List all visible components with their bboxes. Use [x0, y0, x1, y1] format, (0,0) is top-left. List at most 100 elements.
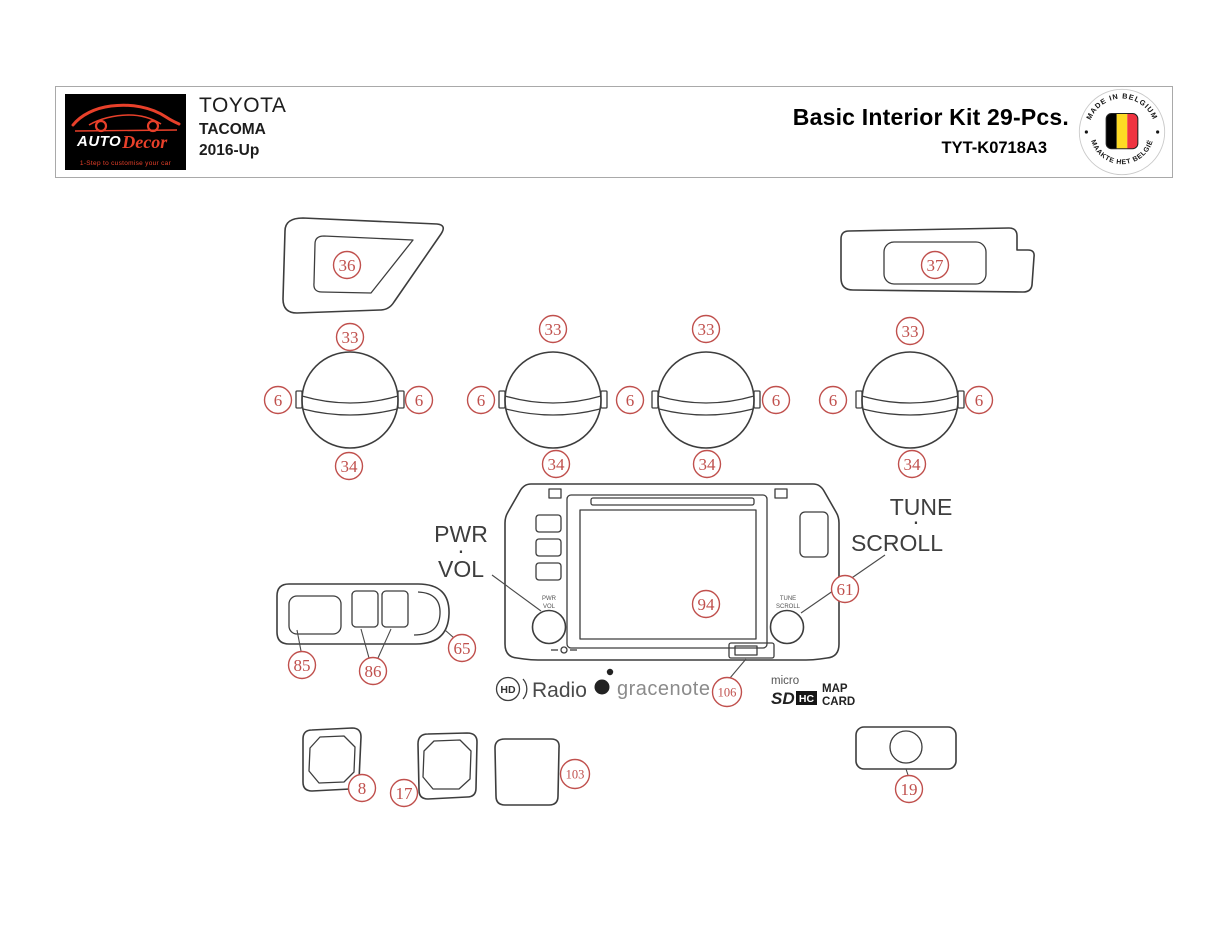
part-label-number: 6: [415, 391, 424, 410]
map-text: MAP: [822, 683, 848, 695]
part-label-number: 6: [975, 391, 984, 410]
panel-pwr-text: PWR: [542, 596, 557, 602]
car-wheel-icon: [146, 119, 160, 133]
hd-radio-logo: HD Radio: [495, 676, 587, 702]
vent-side-tab: [498, 390, 506, 409]
part-label-number: 17: [396, 784, 414, 803]
card-text: CARD: [822, 696, 855, 708]
gracenote-logo: gracenote: [594, 668, 710, 700]
part-label-circle: [404, 385, 434, 415]
part-label-number: 6: [477, 391, 486, 410]
kit-sku: TYT-K0718A3: [941, 139, 1047, 157]
panel-tune-text: TUNE: [780, 596, 796, 602]
sd-text: SD: [771, 689, 795, 708]
part-label-circle: [347, 773, 377, 803]
vent-side-tab: [651, 390, 659, 409]
radio-bezel: [504, 483, 840, 661]
air-vent-4: [855, 351, 965, 449]
annotation-pwr: PWR: [434, 521, 488, 547]
vent-side-tab: [295, 390, 303, 409]
hd-text: HD: [500, 684, 516, 696]
part-label-circle: [334, 451, 364, 481]
part-label-106: 106: [711, 676, 743, 708]
radio-head-unit: PWR VOL TUNE SCROLL: [504, 483, 840, 661]
annotation-tune: TUNE: [890, 494, 953, 520]
radio-pwr-vol-knob: [531, 609, 567, 645]
part-label-8: 8: [347, 773, 377, 803]
car-body-line: [71, 103, 181, 127]
radio-top-left-icon: [548, 488, 562, 499]
part-label-circle: [287, 650, 317, 680]
part-label-circle: [894, 774, 924, 804]
part-label-circle: [538, 314, 568, 344]
part-label-6: 6: [964, 385, 994, 415]
part-label-33: 33: [335, 322, 365, 352]
part-label-61: 61: [830, 574, 860, 604]
vehicle-year: 2016-Up: [199, 142, 260, 159]
logo-tagline: 1-Step to customise your car: [79, 160, 172, 167]
part-label-circle: [830, 574, 860, 604]
gracenote-text: gracenote: [617, 678, 710, 700]
part-label-number: 37: [927, 256, 945, 275]
vent-side-tab: [753, 390, 761, 409]
part-label-number: 86: [365, 662, 382, 681]
part-label-number: 34: [699, 455, 717, 474]
flag-stripe-red: [1127, 113, 1138, 149]
logo-text-auto: AUTO: [77, 133, 122, 150]
panel-large-switch: [288, 595, 342, 635]
part-label-number: 106: [718, 686, 737, 700]
radio-bottom-mark: [560, 646, 568, 654]
part-label-6: 6: [818, 385, 848, 415]
part-label-number: 33: [342, 328, 359, 347]
part-label-33: 33: [538, 314, 568, 344]
badge-dot-right: [1156, 130, 1160, 134]
part-label-number: 33: [698, 320, 715, 339]
part-label-number: 6: [626, 391, 635, 410]
flag-stripe-yellow: [1116, 113, 1128, 149]
part-37-shape: [840, 227, 1035, 293]
part-label-36: 36: [332, 250, 362, 280]
part-label-circle: [897, 449, 927, 479]
part-label-34: 34: [541, 449, 571, 479]
part-label-number: 33: [545, 320, 562, 339]
vehicle-make: TOYOTA: [199, 94, 287, 117]
part-label-number: 36: [339, 256, 356, 275]
part-label-circle: [920, 250, 950, 280]
radio-left-button: [535, 514, 562, 533]
part-label-circle: [964, 385, 994, 415]
part-label-6: 6: [615, 385, 645, 415]
air-vent-3: [651, 351, 761, 449]
part-label-number: 103: [566, 768, 585, 782]
part-label-94: 94: [691, 589, 721, 619]
radio-sd-card-slot-inner: [734, 645, 758, 656]
part-label-circle: [559, 758, 591, 790]
part-label-86: 86: [358, 656, 388, 686]
part-label-number: 61: [837, 580, 854, 599]
hc-box-icon: [796, 691, 817, 705]
part-label-34: 34: [692, 449, 722, 479]
part-label-6: 6: [466, 385, 496, 415]
flag-stripe-black: [1106, 113, 1117, 149]
part-label-17: 17: [389, 778, 419, 808]
part-label-circle: [692, 449, 722, 479]
part-label-number: 94: [698, 595, 716, 614]
radio-left-button: [535, 562, 562, 581]
microsdhc-logo: micro SD HC MAP CARD: [771, 675, 855, 708]
part-label-circle: [711, 676, 743, 708]
annotation-dot: ·: [457, 537, 465, 563]
annotation-scroll: SCROLL: [851, 530, 943, 556]
part-label-number: 34: [341, 457, 359, 476]
left-switch-panel: [276, 583, 450, 645]
vent-side-tab: [957, 390, 965, 409]
annotation-dot: ·: [912, 508, 920, 534]
part-label-number: 34: [904, 455, 922, 474]
flag-outline: [1105, 112, 1139, 150]
air-vent-1: [295, 351, 405, 449]
part-label-85: 85: [287, 650, 317, 680]
radio-right-button: [799, 511, 829, 558]
vent-side-tab: [855, 390, 863, 409]
vent-side-tab: [600, 390, 608, 409]
label-86-leader-line: [377, 628, 392, 659]
hc-text: HC: [799, 693, 815, 705]
